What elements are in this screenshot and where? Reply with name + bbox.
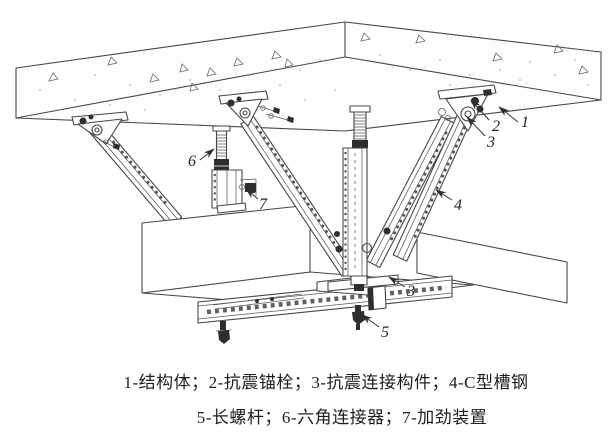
leader-2	[470, 99, 490, 121]
center-channel	[342, 147, 368, 277]
brace-right-outer	[392, 99, 479, 262]
label-4: 4	[454, 197, 462, 214]
rod-nut	[352, 140, 368, 148]
caption-line2: 5-长螺杆；6-六角连接器；7-加劲装置	[197, 408, 487, 427]
stiffener-device	[239, 178, 257, 196]
aggregate-marks	[48, 32, 589, 92]
connector-hole	[361, 242, 373, 254]
speckle-dots	[39, 54, 589, 111]
anchor-bracket-mid	[218, 90, 294, 127]
label-6: 6	[188, 153, 196, 170]
center-hanger	[342, 105, 371, 277]
junction-connector	[316, 227, 399, 330]
label-7: 7	[259, 196, 268, 213]
caption: 1-结构体；2-抗震锚栓；3-抗震连接构件；4-C型槽钢 5-长螺杆；6-六角连…	[124, 373, 529, 427]
slot-row	[206, 285, 447, 315]
part-number-labels: 1 2 3 4 3 5 6 7	[188, 114, 529, 341]
hanger-channel	[211, 169, 243, 209]
label-3-lower: 3	[406, 283, 415, 300]
label-5: 5	[381, 324, 389, 341]
anchor-bolt-icon	[79, 117, 87, 125]
label-2: 2	[492, 118, 500, 135]
label-3-upper: 3	[486, 134, 495, 151]
leader-6	[199, 148, 215, 161]
duct-clamp	[212, 293, 305, 310]
anchor-bolt-icon	[227, 99, 235, 107]
hanger-foot-plate	[216, 202, 247, 214]
caption-line1: 1-结构体；2-抗震锚栓；3-抗震连接构件；4-C型槽钢	[124, 373, 529, 392]
left-end-bolt	[215, 321, 232, 344]
leader-3-upper	[466, 116, 486, 137]
leader-5	[361, 314, 380, 328]
left-hanger	[211, 125, 257, 209]
long-bolt	[352, 305, 365, 330]
leader-4	[435, 189, 453, 201]
anchor-bracket-left	[71, 111, 129, 150]
leader-lines	[199, 99, 519, 328]
leader-7	[245, 188, 259, 200]
side-tray	[416, 231, 568, 304]
bottom-channel	[197, 275, 453, 344]
leader-1	[498, 106, 519, 123]
leader-3-lower	[388, 276, 406, 288]
label-1: 1	[521, 114, 529, 131]
